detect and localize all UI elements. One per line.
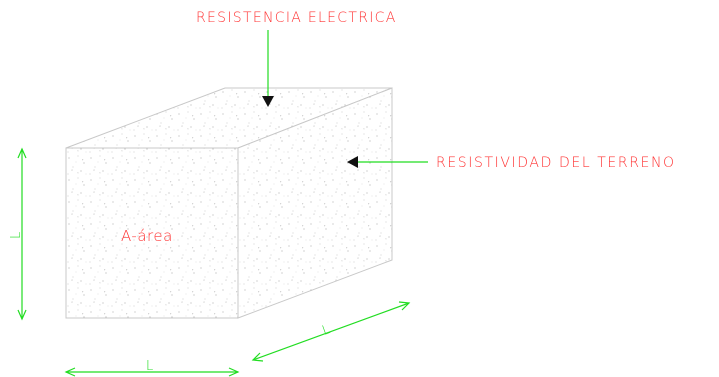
block-side-face-texture (238, 88, 392, 318)
label-resistencia-electrica: RESISTENCIA ELECTRICA (196, 10, 397, 26)
soil-block (65, 87, 393, 319)
block-front-face-texture (66, 148, 238, 318)
dimension-vertical-label: L (9, 232, 24, 239)
arrowhead-right (347, 156, 358, 168)
dimension-bottom-label: L (146, 359, 153, 374)
dimension-vertical: L (9, 147, 27, 321)
arrowhead-top (262, 96, 274, 107)
dimension-bottom: L (64, 359, 240, 377)
dimension-diagonal-label: L (320, 322, 332, 339)
label-front-face-area: A-área (121, 227, 173, 245)
dimension-diagonal: L (251, 301, 411, 362)
label-resistividad-del-terreno: RESISTIVIDAD DEL TERRENO (436, 155, 676, 171)
block-top-face-texture (66, 88, 392, 148)
